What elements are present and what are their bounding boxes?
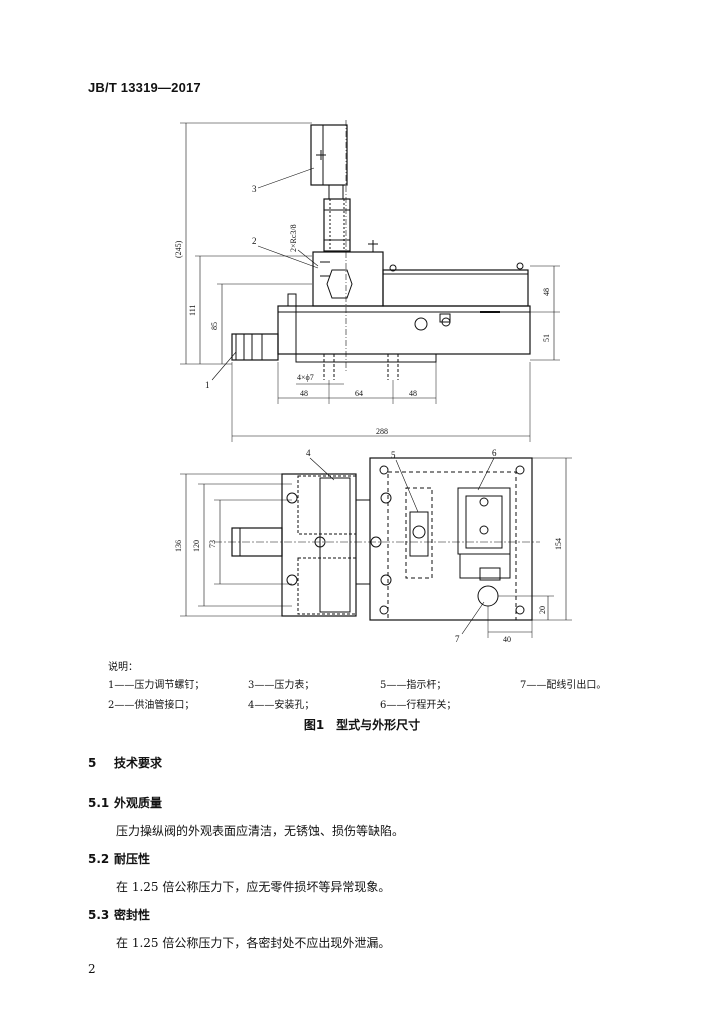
legend-item: 2——供油管接口； — [108, 700, 195, 711]
dim-288: 288 — [376, 427, 388, 436]
dim-245: (245) — [174, 240, 183, 258]
legend-item: 1——压力调节螺钉； — [108, 680, 205, 691]
callout-3: 3 — [252, 184, 257, 194]
dim-136: 136 — [174, 540, 183, 552]
callout-5: 5 — [391, 450, 396, 460]
top-plate — [369, 457, 533, 621]
section-heading: 5.3 密封性 — [88, 906, 150, 923]
section-title: 密封性 — [114, 908, 151, 922]
callout-4: 4 — [306, 448, 311, 458]
section-heading: 5 技术要求 — [88, 754, 162, 771]
page-number: 2 — [88, 962, 96, 976]
callout-7: 7 — [455, 634, 460, 644]
legend-item: 3——压力表； — [248, 680, 315, 691]
legend-title: 说明： — [108, 662, 138, 673]
figure-caption: 图1 型式与外形尺寸 — [303, 718, 421, 732]
top-view — [180, 457, 572, 638]
section-number: 5 — [88, 756, 97, 770]
section-number: 5.3 — [88, 908, 110, 922]
figure-legend: 1——压力调节螺钉； 3——压力表； 5——指示杆； 7——配线引出口。 2——… — [108, 676, 628, 716]
legend-item: 5——指示杆； — [380, 680, 447, 691]
dim-48-right: 48 — [542, 288, 551, 296]
legend-row: 1——压力调节螺钉； 3——压力表； 5——指示杆； 7——配线引出口。 — [108, 676, 628, 696]
dim-111: 111 — [188, 305, 197, 316]
section-paragraph: 在 1.25 倍公称压力下，应无零件损坏等异常现象。 — [116, 880, 391, 894]
section-title: 外观质量 — [114, 796, 163, 810]
dim-51-right: 51 — [542, 334, 551, 342]
callout-2: 2 — [252, 236, 257, 246]
section-paragraph: 在 1.25 倍公称压力下，各密封处不应出现外泄漏。 — [116, 936, 391, 950]
note-rc3-8: 2×Rc3/8 — [289, 224, 298, 252]
valve-body — [312, 251, 384, 307]
dim-40: 40 — [503, 635, 511, 644]
callout-6: 6 — [492, 448, 497, 458]
dim-120: 120 — [192, 540, 201, 552]
section-number: 5.1 — [88, 796, 110, 810]
standard-number: JB/T 13319—2017 — [88, 80, 201, 95]
side-view — [180, 120, 560, 442]
legend-row: 2——供油管接口； 4——安装孔； 6——行程开关； — [108, 696, 628, 716]
legend-item: 7——配线引出口。 — [520, 680, 607, 691]
section-title: 技术要求 — [114, 756, 163, 770]
note-4-phi7: 4×ϕ7 — [297, 373, 314, 382]
dim-48-bottom-b: 48 — [409, 389, 417, 398]
technical-drawing: (245) 111 85 48 51 48 64 48 288 3 2 1 2×… — [174, 120, 572, 644]
dim-85: 85 — [210, 322, 219, 330]
section-heading: 5.2 耐压性 — [88, 850, 150, 867]
base — [277, 305, 531, 355]
legend-item: 6——行程开关； — [380, 700, 457, 711]
section-heading: 5.1 外观质量 — [88, 794, 162, 811]
dim-20: 20 — [538, 606, 547, 614]
dim-73: 73 — [208, 540, 217, 548]
legend-item: 4——安装孔； — [248, 700, 315, 711]
dim-48-bottom-a: 48 — [300, 389, 308, 398]
section-paragraph: 压力操纵阀的外观表面应清洁，无锈蚀、损伤等缺陷。 — [116, 824, 405, 838]
adjusting-screw — [231, 333, 279, 361]
section-title: 耐压性 — [114, 852, 151, 866]
callout-1: 1 — [205, 380, 210, 390]
dim-64-bottom: 64 — [355, 389, 363, 398]
dim-154: 154 — [554, 538, 563, 550]
section-number: 5.2 — [88, 852, 110, 866]
